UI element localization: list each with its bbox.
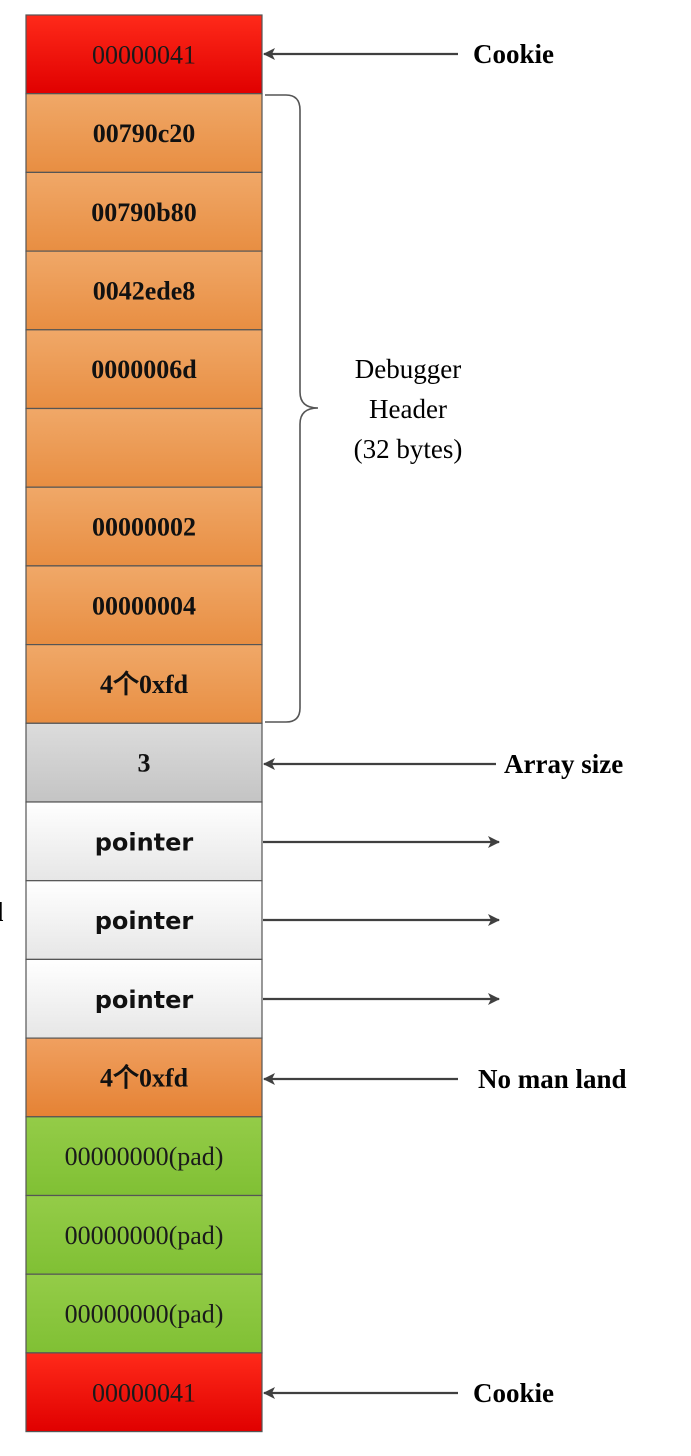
memory-cell-value: 00000041 (92, 1378, 196, 1407)
memory-cell-value: pointer (95, 907, 194, 935)
memory-cell-header (25, 407, 263, 488)
memory-cell-box (25, 801, 263, 882)
memory-cell-value: 00790c20 (93, 119, 196, 148)
memory-cell-value: 0000006d (91, 355, 197, 384)
memory-cell-box (25, 958, 263, 1039)
debugger-header-label-line2: Header (369, 394, 447, 424)
left-edge-glyph: l (0, 897, 4, 927)
memory-cell-value: 00000004 (92, 591, 196, 620)
memory-cell-value: 00000000(pad) (65, 1221, 224, 1250)
memory-cell-box (25, 880, 263, 961)
cookie-top-label: Cookie (473, 39, 554, 69)
memory-cell-value: 00000002 (92, 513, 196, 542)
memory-cell-header: 00790c20 (25, 93, 263, 173)
memory-cell-value: 4个0xfd (100, 670, 189, 699)
debugger-header-brace (265, 94, 319, 723)
no-man-land-label: No man land (478, 1064, 627, 1094)
memory-cell-box (25, 1352, 263, 1433)
memory-cell-box (25, 250, 263, 331)
memory-cell-pointer: pointer (25, 958, 263, 1039)
memory-cell-value: 00000000(pad) (65, 1142, 224, 1171)
memory-cell-pointer: pointer (25, 880, 263, 961)
memory-cell-size: 3 (25, 722, 263, 803)
memory-cell-box (25, 14, 263, 95)
memory-cell-value: 0042ede8 (93, 277, 196, 306)
debugger-header-label-line3: (32 bytes) (354, 434, 463, 464)
memory-cell-value: pointer (95, 986, 194, 1014)
memory-cell-header: 4个0xfd (25, 643, 263, 724)
memory-cell-value: pointer (95, 828, 194, 856)
memory-cell-value: 3 (138, 749, 151, 778)
memory-cell-cookie: 00000041 (25, 14, 263, 95)
memory-cell-header: 00000002 (25, 486, 263, 567)
memory-cell-box (25, 1116, 263, 1197)
cookie-bottom-label: Cookie (473, 1378, 554, 1408)
memory-cell-box (25, 171, 263, 252)
memory-cell-header: 0000006d (25, 329, 263, 410)
memory-cell-value: 00000000(pad) (65, 1300, 224, 1329)
memory-cell-header: 00790b80 (25, 171, 263, 252)
memory-cells: 00000041 00790c20 00790b80 0042ede8 0000006d… (25, 14, 263, 1433)
memory-cell-box (25, 1194, 263, 1275)
memory-cell-cookie: 00000041 (25, 1352, 263, 1433)
memory-cell-value: 4个0xfd (100, 1063, 189, 1092)
memory-cell-header: 0042ede8 (25, 250, 263, 331)
memory-cell-box (25, 1037, 263, 1118)
memory-cell-pad: 00000000(pad) (25, 1116, 263, 1197)
memory-cell-guard: 4个0xfd (25, 1037, 263, 1118)
array-size-label: Array size (504, 749, 623, 779)
memory-cell-box (25, 1273, 263, 1354)
memory-cell-pointer: pointer (25, 801, 263, 882)
memory-cell-box (25, 93, 263, 173)
memory-cell-box (25, 329, 263, 410)
memory-cell-value: 00790b80 (91, 198, 196, 227)
memory-cell-header: 00000004 (25, 565, 263, 646)
memory-cell-value: 00000041 (92, 40, 196, 69)
memory-cell-pad: 00000000(pad) (25, 1273, 263, 1354)
memory-cell-pad: 00000000(pad) (25, 1194, 263, 1275)
debugger-header-label-line1: Debugger (355, 354, 461, 384)
memory-cell-box (25, 643, 263, 724)
memory-cell-box (25, 407, 263, 488)
memory-cell-box (25, 486, 263, 567)
